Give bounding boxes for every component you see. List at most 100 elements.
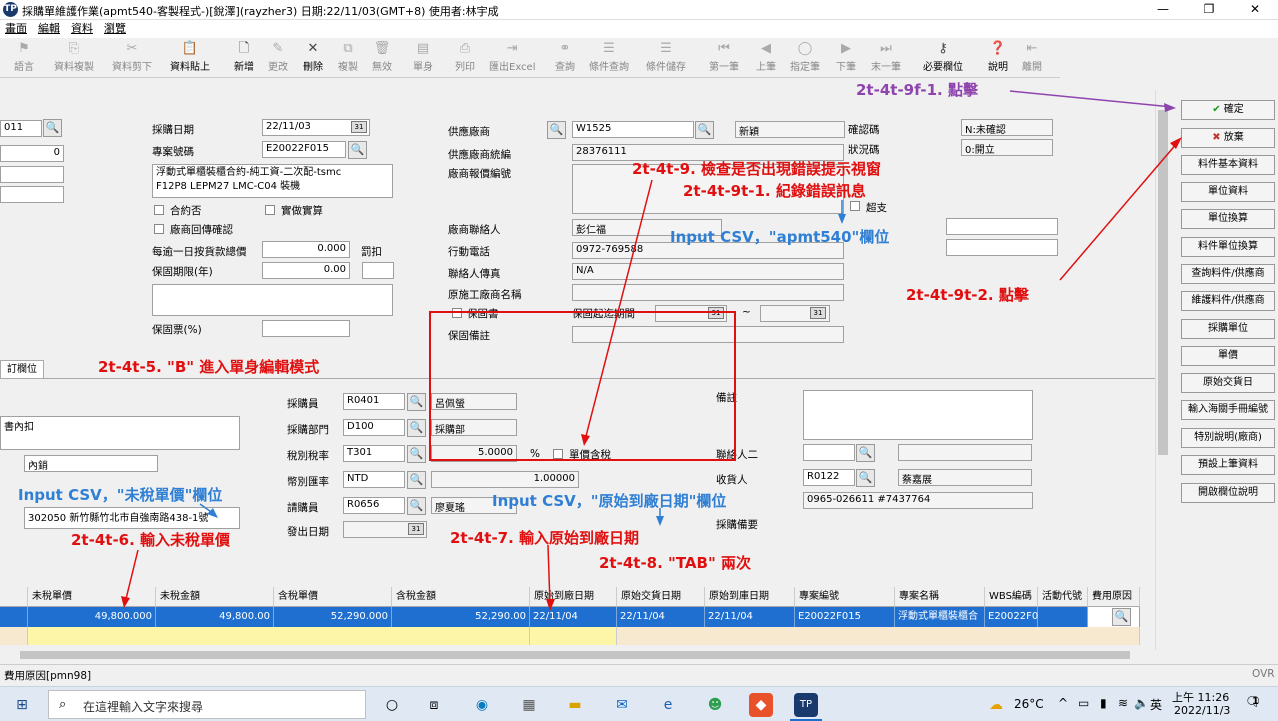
search-icon[interactable]: 🔍 xyxy=(407,497,426,515)
grid-cell-orig-stock[interactable]: 22/11/04 xyxy=(705,607,795,627)
toolbar-last-button[interactable]: ⏭末一筆 xyxy=(871,41,901,73)
cortana-icon[interactable]: ○ xyxy=(385,697,399,713)
chevron-up-icon[interactable]: ^ xyxy=(1058,696,1069,710)
rate-field[interactable]: 1.00000 xyxy=(431,471,579,488)
status-select[interactable]: 0:開立 xyxy=(961,139,1053,156)
file-explorer-icon[interactable]: ▬ xyxy=(568,697,582,713)
toolbar-export-button[interactable]: ⇥匯出Excel xyxy=(489,41,536,73)
left-select-2[interactable] xyxy=(0,186,64,203)
actual-checkbox[interactable] xyxy=(265,205,275,215)
search-icon[interactable]: 🔍 xyxy=(407,445,426,463)
toolbar-duplicate-button[interactable]: ⧉複製 xyxy=(338,41,358,73)
grid-cell-expense[interactable]: 🔍 xyxy=(1088,607,1140,627)
wifi-icon[interactable]: ≋ xyxy=(1118,696,1129,710)
project-no-field[interactable]: E20022F015 xyxy=(262,141,346,158)
unit-price-button[interactable]: 單價 xyxy=(1181,346,1275,366)
grid-cell-orig-delivery[interactable]: 22/11/04 xyxy=(617,607,705,627)
currency-field[interactable]: NTD xyxy=(343,471,405,488)
taskbar-time[interactable]: 上午 11:26 xyxy=(1172,691,1230,704)
warranty-note-field[interactable] xyxy=(572,326,844,343)
line-icon[interactable]: ☻ xyxy=(707,697,723,713)
confirm-button[interactable]: ✔ 確定 xyxy=(1181,100,1275,120)
daily-penalty-field[interactable]: 0.000 xyxy=(262,241,350,258)
search-icon[interactable]: 🔍 xyxy=(695,121,714,139)
tab-fields[interactable]: 訂欄位 xyxy=(0,360,44,378)
receiver-code-field[interactable]: R0122 xyxy=(803,469,855,486)
toolbar-condition-query-button[interactable]: ☰條件查詢 xyxy=(589,41,629,73)
right-field-1[interactable] xyxy=(946,218,1058,235)
default-prev-button[interactable]: 預設上筆資料 xyxy=(1181,455,1275,475)
menu-edit[interactable]: 編輯 xyxy=(38,22,60,35)
horizontal-scrollbar[interactable] xyxy=(0,648,1152,662)
weather-icon[interactable]: ☁ xyxy=(989,697,1003,713)
search-icon[interactable]: 🔍 xyxy=(856,444,875,462)
orig-delivery-button[interactable]: 原始交貨日 xyxy=(1181,373,1275,393)
grid-row-marker[interactable] xyxy=(0,607,28,627)
overpay-checkbox[interactable] xyxy=(850,201,860,211)
left-text-2[interactable]: 內銷 xyxy=(24,455,158,472)
requester-code-field[interactable]: R0656 xyxy=(343,497,405,514)
menu-data[interactable]: 資料 xyxy=(71,22,93,35)
query-item-vendor-button[interactable]: 查詢料件/供應商 xyxy=(1181,264,1275,284)
menu-screen[interactable]: 畫面 xyxy=(5,22,27,35)
toolbar-invalid-button[interactable]: 🗑無效 xyxy=(372,41,392,73)
search-icon[interactable]: 🔍 xyxy=(547,121,566,139)
ime-indicator[interactable]: 英 xyxy=(1150,698,1163,712)
taskbar-date[interactable]: 2022/11/3 xyxy=(1174,704,1231,717)
special-note-button[interactable]: 特別說明(廠商) xyxy=(1181,428,1275,448)
toolbar-print-button[interactable]: ⎙列印 xyxy=(455,41,475,73)
customs-manual-button[interactable]: 輸入海關手冊編號 xyxy=(1181,400,1275,420)
grid-cell-project-name[interactable]: 浮動式單櫃裝櫃合 xyxy=(895,607,985,627)
tax-code-field[interactable]: T301 xyxy=(343,445,405,462)
toolbar-required-button[interactable]: ⚷必要欄位 xyxy=(923,41,963,73)
toolbar-prev-button[interactable]: ◀上筆 xyxy=(756,41,776,73)
toolbar-language-button[interactable]: ⚑語言 xyxy=(14,41,34,73)
left-num-field[interactable]: 0 xyxy=(0,145,64,162)
field-help-button[interactable]: 開啟欄位說明 xyxy=(1181,483,1275,503)
vendor-return-checkbox[interactable] xyxy=(154,224,164,234)
dept-code-field[interactable]: D100 xyxy=(343,419,405,436)
toolbar-paste-button[interactable]: 📋資料貼上 xyxy=(170,41,210,73)
menu-browse[interactable]: 瀏覽 xyxy=(104,22,126,35)
tiptop-icon[interactable]: TP xyxy=(794,693,818,717)
search-icon[interactable]: 🔍 xyxy=(407,471,426,489)
address-field[interactable]: 302050 新竹縣竹北市自強南路438-1號 xyxy=(24,507,240,529)
grid-cell-taxed-price[interactable]: 52,290.000 xyxy=(274,607,392,627)
vendor-quote-field[interactable] xyxy=(572,164,844,214)
receiver-phone-field[interactable]: 0965-026611 #7437764 xyxy=(803,492,1033,509)
search-icon[interactable]: 🔍 xyxy=(407,393,426,411)
restore-button[interactable]: ❐ xyxy=(1203,2,1215,16)
search-icon[interactable]: 🔍 xyxy=(407,419,426,437)
grid-new-row-rest[interactable] xyxy=(617,627,1140,645)
minimize-button[interactable]: — xyxy=(1157,2,1169,16)
toolbar-copy-button[interactable]: ⎘資料複製 xyxy=(54,41,94,73)
left-code-field[interactable]: 011 xyxy=(0,120,42,137)
vendor-code-field[interactable]: W1525 xyxy=(572,121,694,138)
item-basic-button[interactable]: 料件基本資料 xyxy=(1181,155,1275,175)
toolbar-modify-button[interactable]: ✎更改 xyxy=(268,41,288,73)
left-text-1[interactable]: 書內扣 xyxy=(0,416,240,450)
grid-new-row-date[interactable] xyxy=(530,627,617,645)
edge-icon[interactable]: ◉ xyxy=(475,697,489,713)
search-icon[interactable]: 🔍 xyxy=(1112,608,1131,626)
grid-cell-taxed-amount[interactable]: 52,290.00 xyxy=(392,607,530,627)
purchase-date-field[interactable]: 22/11/03 xyxy=(262,119,370,136)
abandon-button[interactable]: ✖ 放棄 xyxy=(1181,128,1275,148)
remark-field[interactable] xyxy=(803,390,1033,440)
item-unit-convert-button[interactable]: 料件單位換算 xyxy=(1181,237,1275,257)
grid-cell-amount[interactable]: 49,800.00 xyxy=(156,607,274,627)
toolbar-delete-button[interactable]: ✕刪除 xyxy=(303,41,323,73)
mail-icon[interactable]: ✉ xyxy=(616,697,628,713)
grid-new-row-yellow[interactable] xyxy=(28,627,530,645)
grid-cell-project-no[interactable]: E20022F015 xyxy=(795,607,895,627)
toolbar-exit-button[interactable]: ⇤離開 xyxy=(1022,41,1042,73)
search-icon[interactable]: 🔍 xyxy=(43,119,62,137)
orig-vendor-field[interactable] xyxy=(572,284,844,301)
network-icon[interactable]: ▭ xyxy=(1078,696,1090,710)
calendar-icon[interactable]: 31 xyxy=(810,307,826,319)
calendar-icon[interactable]: 31 xyxy=(408,523,424,535)
unit-convert-button[interactable]: 單位換算 xyxy=(1181,209,1275,229)
left-select-1[interactable] xyxy=(0,166,64,183)
warranty-ticket-field[interactable] xyxy=(262,320,350,337)
store-icon[interactable]: ▦ xyxy=(522,697,536,713)
